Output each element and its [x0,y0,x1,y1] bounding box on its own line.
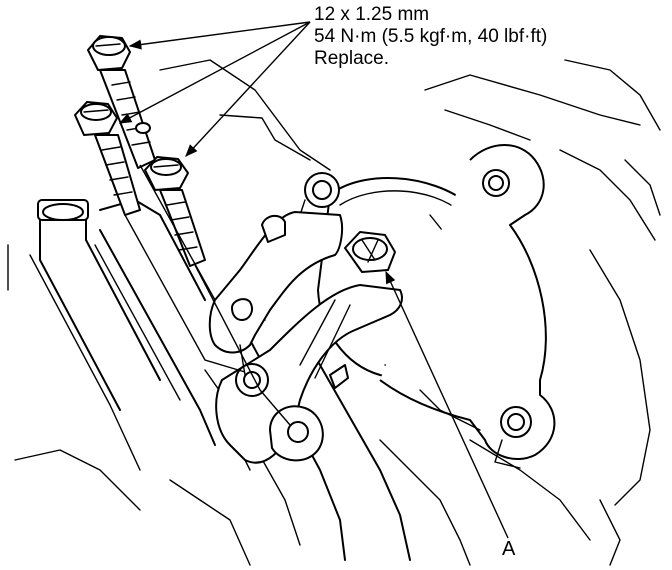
bolt-middle [74,101,141,216]
callout-leaders [118,21,509,539]
torque-spec-callout: 12 x 1.25 mm 54 N·m (5.5 kgf·m, 40 lbf·f… [314,4,547,70]
upper-nut [299,172,340,216]
bolt-size-text: 12 x 1.25 mm [314,4,430,25]
link-arm [208,211,403,464]
bolt-guide-lines [124,164,291,426]
center-bolt-a [344,231,396,273]
torque-value-text: 54 N·m (5.5 kgf·m, 40 lbf·ft) [314,26,548,47]
bolt-lower [144,156,206,267]
mounting-bracket [379,144,556,469]
engine-block-outline [7,59,661,566]
cylinder-stud [29,199,216,471]
replace-note-text: Replace. [314,48,389,69]
part-label-a: A [502,538,516,560]
